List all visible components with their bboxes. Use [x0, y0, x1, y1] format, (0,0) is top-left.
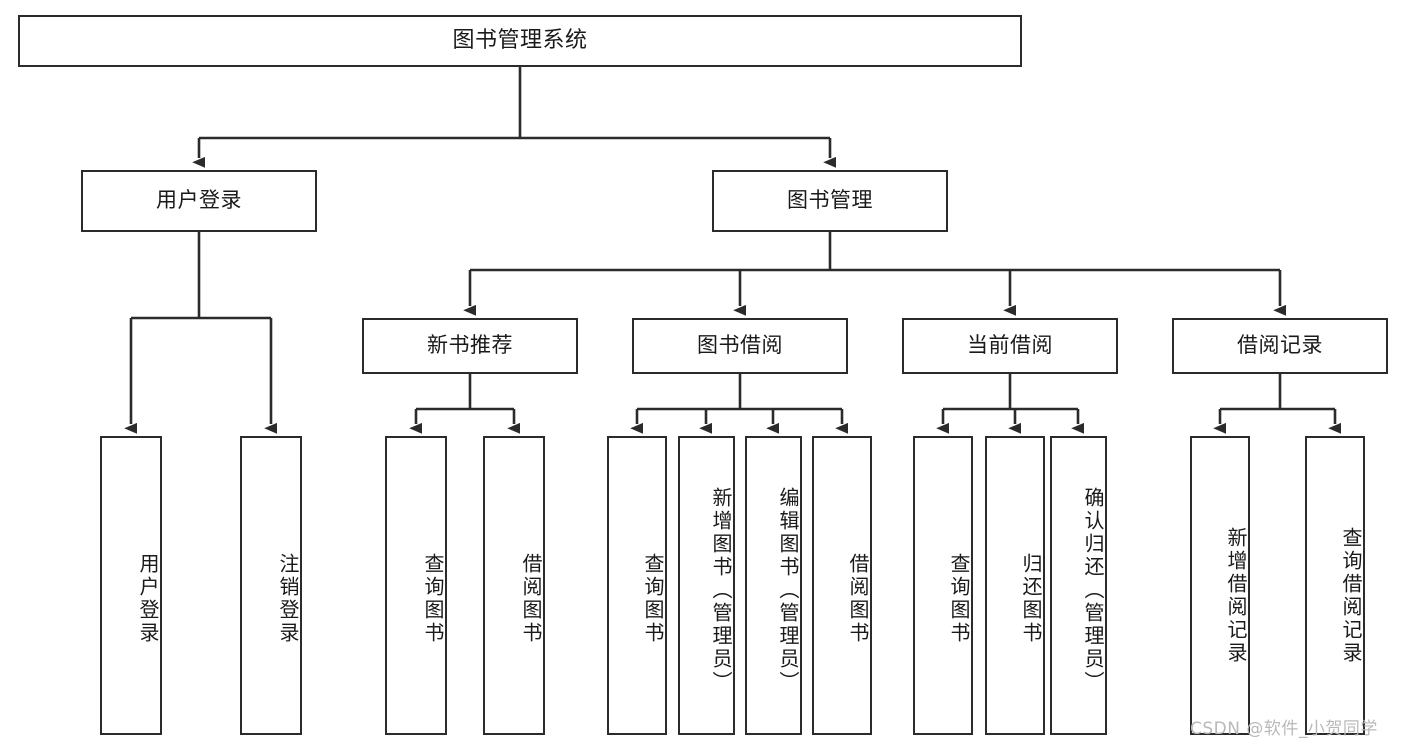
node-leaf-return-book-label: 归还图书: [1019, 552, 1043, 645]
node-leaf-borrow-book-rec[interactable]: 借阅图书: [483, 436, 545, 735]
node-book-borrow[interactable]: 图书借阅: [632, 318, 848, 374]
node-book-borrow-label: 图书借阅: [697, 333, 783, 358]
csdn-watermark: CSDN @软件_小贺同学: [1190, 719, 1378, 739]
node-leaf-query-book-cur-label: 查询图书: [947, 552, 971, 645]
node-leaf-query-book-borrow[interactable]: 查询图书: [607, 436, 667, 735]
node-leaf-edit-book-label: 编辑图书（管理员）: [776, 487, 800, 694]
node-leaf-query-book-cur[interactable]: 查询图书: [913, 436, 973, 735]
node-leaf-add-record[interactable]: 新增借阅记录: [1190, 436, 1250, 735]
node-borrow-record-label: 借阅记录: [1237, 333, 1323, 358]
node-leaf-logout-label: 注销登录: [276, 552, 300, 645]
node-leaf-query-book-borrow-label: 查询图书: [641, 552, 665, 645]
node-leaf-borrow-book-label: 借阅图书: [846, 552, 870, 645]
node-user-login[interactable]: 用户登录: [81, 170, 317, 232]
node-leaf-query-book-rec[interactable]: 查询图书: [385, 436, 447, 735]
node-new-book-rec[interactable]: 新书推荐: [362, 318, 578, 374]
node-current-borrow-label: 当前借阅: [967, 333, 1053, 358]
node-leaf-query-book-rec-label: 查询图书: [421, 552, 445, 645]
node-leaf-confirm-return[interactable]: 确认归还（管理员）: [1050, 436, 1107, 735]
node-borrow-record[interactable]: 借阅记录: [1172, 318, 1388, 374]
node-leaf-logout[interactable]: 注销登录: [240, 436, 302, 735]
node-current-borrow[interactable]: 当前借阅: [902, 318, 1118, 374]
node-new-book-rec-label: 新书推荐: [427, 333, 513, 358]
node-leaf-return-book[interactable]: 归还图书: [985, 436, 1045, 735]
node-book-manage-label: 图书管理: [787, 188, 873, 213]
node-leaf-query-record-label: 查询借阅记录: [1339, 526, 1363, 665]
node-leaf-edit-book[interactable]: 编辑图书（管理员）: [745, 436, 802, 735]
node-leaf-borrow-book[interactable]: 借阅图书: [812, 436, 872, 735]
node-leaf-user-login[interactable]: 用户登录: [100, 436, 162, 735]
node-leaf-confirm-return-label: 确认归还（管理员）: [1081, 487, 1105, 694]
node-leaf-query-record[interactable]: 查询借阅记录: [1305, 436, 1365, 735]
node-leaf-add-book-label: 新增图书（管理员）: [709, 487, 733, 694]
node-user-login-label: 用户登录: [156, 188, 242, 213]
node-leaf-borrow-book-rec-label: 借阅图书: [519, 552, 543, 645]
node-leaf-add-record-label: 新增借阅记录: [1224, 526, 1248, 665]
node-root[interactable]: 图书管理系统: [18, 15, 1022, 67]
node-book-manage[interactable]: 图书管理: [712, 170, 948, 232]
node-root-label: 图书管理系统: [452, 27, 588, 53]
node-leaf-add-book[interactable]: 新增图书（管理员）: [678, 436, 735, 735]
node-leaf-user-login-label: 用户登录: [136, 552, 160, 645]
